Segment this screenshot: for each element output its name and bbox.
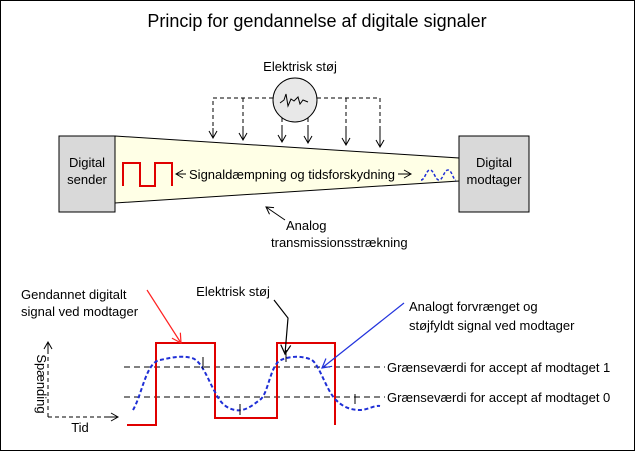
regenerated-label-line2: signal ved modtager bbox=[21, 304, 139, 319]
lower-noise-label: Elektrisk støj bbox=[196, 284, 270, 299]
distorted-pointer-arrow bbox=[321, 302, 405, 369]
sender-box bbox=[58, 135, 116, 213]
regenerated-pointer-arrow bbox=[146, 289, 182, 345]
regenerated-digital-signal bbox=[127, 342, 336, 426]
channel-pointer-arrow bbox=[265, 206, 286, 221]
distorted-analog-signal bbox=[132, 355, 381, 412]
channel-label-line1: Analog bbox=[286, 218, 326, 233]
sender-square-wave bbox=[122, 162, 173, 187]
sender-label-line1: Digital bbox=[69, 155, 105, 170]
noise-spikes bbox=[202, 350, 356, 415]
attenuation-label: Signaldæmpning og tidsforskydning bbox=[189, 167, 395, 182]
sender-label-line2: sender bbox=[67, 172, 107, 187]
receiver-attenuated-wave bbox=[420, 169, 457, 181]
receiver-label-line1: Digital bbox=[476, 155, 512, 170]
regenerated-label-line1: Gendannet digitalt bbox=[21, 287, 127, 302]
diagram-title: Princip for gendannelse af digitale sign… bbox=[147, 11, 486, 31]
receiver-box bbox=[458, 135, 530, 213]
x-axis-label: Tid bbox=[71, 420, 89, 435]
channel-label-line2: transmissionsstrækning bbox=[271, 235, 408, 250]
y-axis-label: Spænding bbox=[34, 354, 49, 413]
distorted-label-line2: støjfyldt signal ved modtager bbox=[409, 318, 575, 333]
noise-arrowheads bbox=[208, 128, 385, 149]
threshold-0-label: Grænseværdi for accept af modtaget 0 bbox=[387, 390, 610, 405]
receiver-label-line2: modtager bbox=[467, 172, 523, 187]
distorted-label-line1: Analogt forvrænget og bbox=[409, 299, 538, 314]
noise-source-label: Elektrisk støj bbox=[263, 59, 337, 74]
threshold-1-label: Grænseværdi for accept af modtaget 1 bbox=[387, 360, 610, 375]
axes bbox=[43, 340, 120, 422]
noise-icon bbox=[279, 93, 309, 108]
noise-pointer-arrow bbox=[273, 299, 292, 356]
